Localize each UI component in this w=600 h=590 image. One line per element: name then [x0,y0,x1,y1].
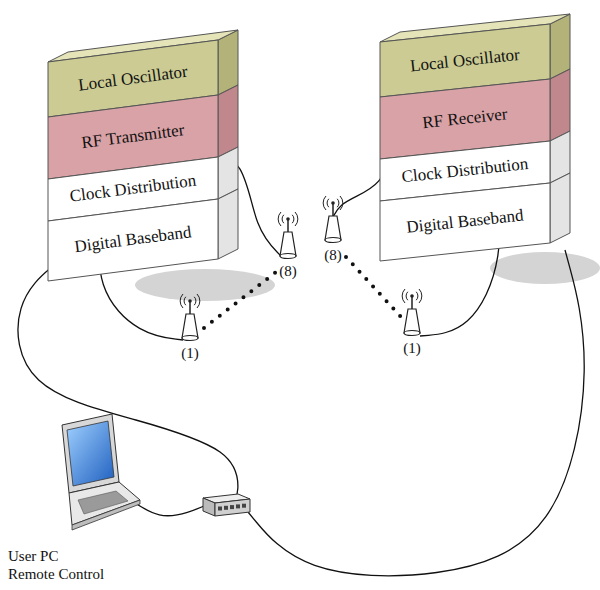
network-switch [203,494,250,516]
stack-shadow [135,269,275,301]
laptop-icon [62,414,140,530]
wireless-links [204,257,402,328]
stack-layer-box: Digital Baseband [48,199,238,281]
switch-port [224,506,228,510]
switch-port [218,507,222,511]
wireless-link [346,257,402,318]
antenna-icon [278,212,298,259]
callout-number: (8) [279,263,297,280]
wireless-link [204,272,276,328]
device-label: User PC [8,548,58,565]
switch-port [230,505,234,509]
cable [248,250,584,576]
switch-port [236,504,240,508]
stack-shadow [490,252,600,284]
antenna-icon [402,289,422,336]
stack-layer-box: Digital Baseband [380,183,570,261]
callout-number: (8) [324,247,342,264]
cables [18,125,584,576]
device-label: Remote Control [8,566,104,583]
callout-number: (1) [403,340,421,357]
antenna-icon [323,196,343,243]
callout-number: (1) [181,345,199,362]
antenna-icon [180,294,200,341]
switch-port [242,504,246,508]
cable [18,262,238,512]
